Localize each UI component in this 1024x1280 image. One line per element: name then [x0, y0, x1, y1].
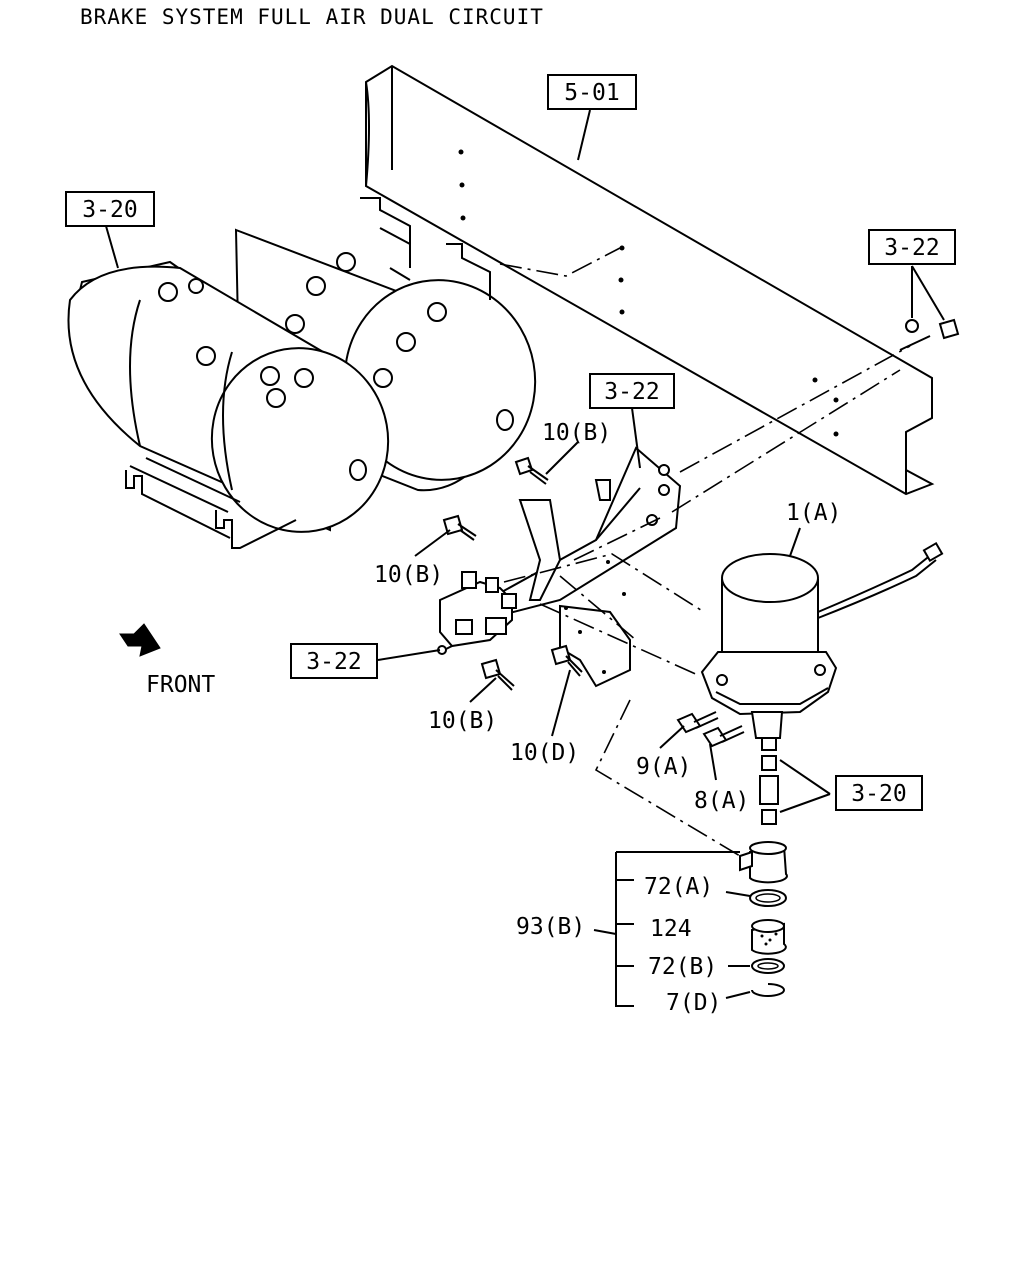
bolts [442, 456, 583, 691]
part-124-filter [751, 919, 787, 955]
callout-10b-middle: 10(B) [374, 562, 443, 588]
frame-fasteners [899, 318, 960, 351]
ref-box-5-01: 5-01 [547, 74, 637, 110]
diagram-title: BRAKE SYSTEM FULL AIR DUAL CIRCUIT [80, 5, 544, 29]
svg-text:3-20: 3-20 [851, 781, 906, 807]
callout-72b: 72(B) [648, 954, 717, 980]
ref-box-3-22-bracket: 3-22 [589, 373, 675, 409]
svg-text:5-01: 5-01 [564, 80, 619, 106]
callout-124: 124 [650, 916, 692, 942]
ref-box-3-22-frame: 3-22 [868, 229, 956, 265]
frame-rail [365, 64, 935, 496]
svg-text:3-20: 3-20 [82, 197, 137, 223]
svg-text:3-22: 3-22 [306, 649, 361, 675]
callout-10b-lower: 10(B) [428, 708, 497, 734]
leader-lines [105, 109, 945, 1007]
fitting-9a [676, 711, 719, 734]
air-tank-front [67, 260, 390, 533]
svg-text:3-22: 3-22 [884, 235, 939, 261]
cartridge-housing [739, 841, 788, 884]
tank-brackets [125, 197, 491, 549]
connector-pipe [759, 755, 779, 825]
front-arrow-icon [119, 623, 161, 657]
front-label: FRONT [146, 672, 215, 698]
callout-10b-top: 10(B) [542, 420, 611, 446]
ref-box-3-20-tanks: 3-20 [65, 191, 155, 227]
callout-9a: 9(A) [636, 754, 691, 780]
part-72a-seal [749, 889, 787, 907]
ref-box-3-20-pipe: 3-20 [835, 775, 923, 811]
protection-valve [437, 571, 517, 655]
ref-box-3-22-valve: 3-22 [290, 643, 378, 679]
callout-8a: 8(A) [694, 788, 749, 814]
fitting-8a [702, 725, 745, 748]
bolt-10d [550, 644, 583, 677]
assembly-lines [499, 247, 911, 857]
part-72b-seal [751, 958, 785, 974]
callout-72a: 72(A) [644, 874, 713, 900]
valve-bracket [478, 446, 682, 620]
svg-text:3-22: 3-22 [604, 379, 659, 405]
callout-10d: 10(D) [510, 740, 579, 766]
callout-7d: 7(D) [666, 990, 721, 1016]
bolt-10b-middle [442, 514, 477, 541]
part-7d-snap-ring [751, 983, 785, 997]
air-dryer [700, 541, 944, 751]
callout-93b: 93(B) [516, 914, 585, 940]
callout-1a: 1(A) [786, 500, 841, 526]
bolt-10b-lower [480, 658, 515, 691]
bolt-10b-top [514, 456, 549, 485]
